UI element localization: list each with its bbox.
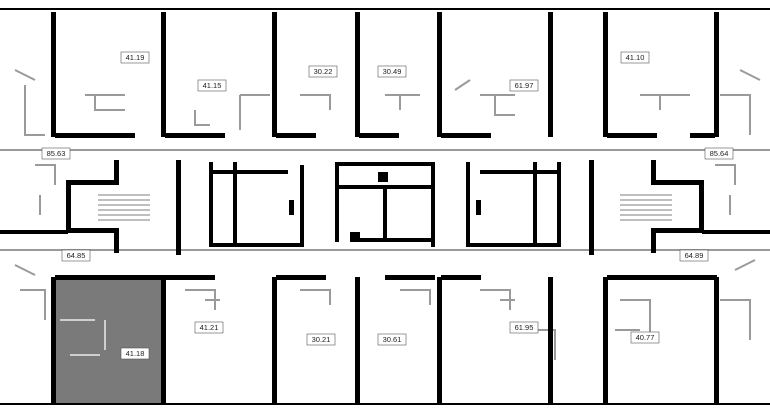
area-value: 41.19 — [126, 53, 145, 62]
unit-label-bottom-6[interactable]: 40.77 — [630, 331, 660, 344]
unit-label-selected[interactable]: 41.18 — [120, 347, 150, 360]
area-value: 85.63 — [47, 149, 66, 158]
unit-label-top-1[interactable]: 41.19 — [120, 51, 150, 64]
area-value: 41.18 — [126, 349, 145, 358]
unit-label-bottom-3[interactable]: 30.21 — [306, 333, 336, 346]
unit-label-top-4[interactable]: 30.49 — [377, 65, 407, 78]
area-value: 41.10 — [626, 53, 645, 62]
area-value: 85.64 — [710, 149, 729, 158]
unit-label-right-corner-bottom[interactable]: 64.89 — [679, 249, 709, 262]
area-value: 41.21 — [200, 323, 219, 332]
bearing-walls — [0, 8, 770, 405]
area-value: 30.61 — [383, 335, 402, 344]
area-value: 61.95 — [515, 323, 534, 332]
partition-walls — [0, 69, 770, 360]
area-value: 61.97 — [515, 81, 534, 90]
unit-label-top-3[interactable]: 30.22 — [308, 65, 338, 78]
area-value: 30.21 — [312, 335, 331, 344]
unit-label-bottom-2[interactable]: 41.21 — [194, 321, 224, 334]
unit-label-bottom-4[interactable]: 30.61 — [377, 333, 407, 346]
unit-label-right-corner-top[interactable]: 85.64 — [704, 147, 734, 160]
stair-treads — [98, 194, 672, 221]
unit-label-left-corner-top[interactable]: 85.63 — [41, 147, 71, 160]
unit-label-top-2[interactable]: 41.15 — [197, 79, 227, 92]
unit-label-left-corner-bottom[interactable]: 64.85 — [61, 249, 91, 262]
area-value: 30.22 — [314, 67, 333, 76]
area-labels: 41.19 41.15 30.22 30.49 61.97 41.10 85.6… — [41, 51, 734, 360]
unit-label-top-6[interactable]: 41.10 — [620, 51, 650, 64]
area-value: 64.85 — [67, 251, 86, 260]
selected-unit-highlight[interactable] — [54, 280, 163, 403]
area-value: 64.89 — [685, 251, 704, 260]
area-value: 41.15 — [203, 81, 222, 90]
area-value: 30.49 — [383, 67, 402, 76]
area-value: 40.77 — [636, 333, 655, 342]
unit-label-bottom-5[interactable]: 61.95 — [509, 321, 539, 334]
unit-label-top-5[interactable]: 61.97 — [509, 79, 539, 92]
